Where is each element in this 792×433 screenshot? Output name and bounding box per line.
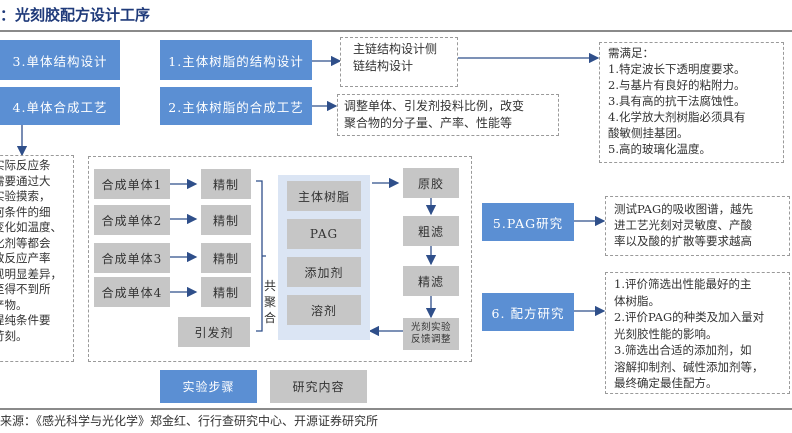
note-line: 测试PAG的吸收图谱，越先 <box>614 202 754 216</box>
note-line: 变化如温度、 <box>0 220 62 234</box>
note-line: 进工艺光刻对灵敏度、产酸 <box>614 218 752 232</box>
process-feedback: 光刻实验反馈调整 <box>403 318 459 350</box>
step-6-formula-research: 6. 配方研究 <box>482 293 574 331</box>
monomer-3: 合成单体3 <box>94 243 170 273</box>
component-solvent: 溶剂 <box>287 295 361 325</box>
legend-research-content: 研究内容 <box>270 370 367 403</box>
component-additive: 添加剂 <box>287 257 361 287</box>
note-line: 现明显差异， <box>0 266 62 281</box>
note-line: 至得不到所 <box>0 282 51 296</box>
note-line: 5.高的玻璃化温度。 <box>608 142 711 156</box>
note-line: 4.化学放大剂树脂必须具有 <box>608 110 746 124</box>
monomer-synthesis-note: 实际反应条 需要通过大 实验摸索， 何条件的细 变化如温度、 化剂等都会 致反应… <box>0 155 74 362</box>
figure-title: ：光刻胶配方设计工序 <box>0 6 151 24</box>
pag-note: 测试PAG的吸收图谱，越先 进工艺光刻对灵敏度、产酸 率以及酸的扩散等要求越高 <box>605 196 790 256</box>
synthesis-frame <box>88 156 472 362</box>
main-chain-note: 主链结构设计侧 链结构设计 <box>340 37 458 87</box>
note-line: 苛刻。 <box>0 328 28 343</box>
step-5-pag-research: 5.PAG研究 <box>482 203 574 241</box>
note-line: 链结构设计 <box>353 59 414 73</box>
note-line: 率以及酸的扩散等要求越高 <box>614 234 752 248</box>
process-fine-filter: 精滤 <box>403 266 459 296</box>
note-line: 需满足： <box>608 46 654 60</box>
requirements-note: 需满足： 1.特定波长下透明度要求。 2.与基片有良好的粘附力。 3.具有高的抗… <box>599 42 784 163</box>
refine-2: 精制 <box>201 205 251 235</box>
step-2-resin-synthesis: 2.主体树脂的合成工艺 <box>160 87 312 125</box>
note-line: 1.特定波长下透明度要求。 <box>608 62 746 76</box>
note-line: 实际反应条 <box>0 158 51 172</box>
note-line: 酸敏侧挂基团。 <box>608 126 689 140</box>
component-pag: PAG <box>287 219 361 249</box>
top-rule <box>0 30 792 32</box>
initiator: 引发剂 <box>178 317 250 347</box>
note-line: 实验摸索， <box>0 189 51 203</box>
monomer-1: 合成单体1 <box>94 169 170 199</box>
note-line: 溶解抑制剂、碱性添加剂等， <box>614 359 764 374</box>
process-raw-resist: 原胶 <box>403 168 459 198</box>
note-line: 光刻胶性能的影响。 <box>614 326 718 341</box>
note-line: 2.与基片有良好的粘附力。 <box>608 78 746 92</box>
note-line: 最终确定最佳配方。 <box>614 376 718 390</box>
note-line: 1.评价筛选出性能最好的主 <box>614 277 752 291</box>
step-1-resin-structure: 1.主体树脂的结构设计 <box>160 40 312 80</box>
adjust-note: 调整单体、引发剂投料比例，改变 聚合物的分子量、产率、性能等 <box>337 94 559 136</box>
note-line: 调整单体、引发剂投料比例，改变 <box>344 99 525 113</box>
copolymer-bracket <box>256 180 266 332</box>
step-3-monomer-structure: 3.单体结构设计 <box>0 40 120 80</box>
note-line: 3.具有高的抗干法腐蚀性。 <box>608 94 746 108</box>
note-line: 体树脂。 <box>614 293 660 308</box>
note-line: 聚合物的分子量、产率、性能等 <box>344 116 513 130</box>
refine-1: 精制 <box>201 169 251 199</box>
note-line: 主链结构设计侧 <box>353 42 438 56</box>
note-line: 提纯条件要 <box>0 313 51 327</box>
refine-4: 精制 <box>201 277 251 307</box>
note-line: 需要通过大 <box>0 173 51 188</box>
note-line: 化剂等都会 <box>0 235 51 250</box>
bottom-rule <box>0 408 792 410</box>
refine-3: 精制 <box>201 243 251 273</box>
note-line: 产物。 <box>0 297 28 312</box>
note-line: 何条件的细 <box>0 204 51 219</box>
monomer-4: 合成单体4 <box>94 277 170 307</box>
legend-experiment-steps: 实验步骤 <box>160 370 257 403</box>
formula-note: 1.评价筛选出性能最好的主 体树脂。 2.评价PAG的种类及加入量对 光刻胶性能… <box>605 272 790 394</box>
copolymer-label: 共聚合 <box>263 279 276 325</box>
source-note: 来源：《感光科学与光化学》郑金红、行行查研究中心、开源证券研究所 <box>0 414 379 428</box>
component-resin: 主体树脂 <box>287 181 361 211</box>
note-line: 2.评价PAG的种类及加入量对 <box>614 310 765 324</box>
note-line: 3.筛选出合适的添加剂，如 <box>614 343 752 357</box>
note-line: 致反应产率 <box>0 251 51 265</box>
process-coarse-filter: 粗滤 <box>403 216 459 246</box>
monomer-2: 合成单体2 <box>94 205 170 235</box>
step-4-monomer-synthesis: 4.单体合成工艺 <box>0 87 120 125</box>
